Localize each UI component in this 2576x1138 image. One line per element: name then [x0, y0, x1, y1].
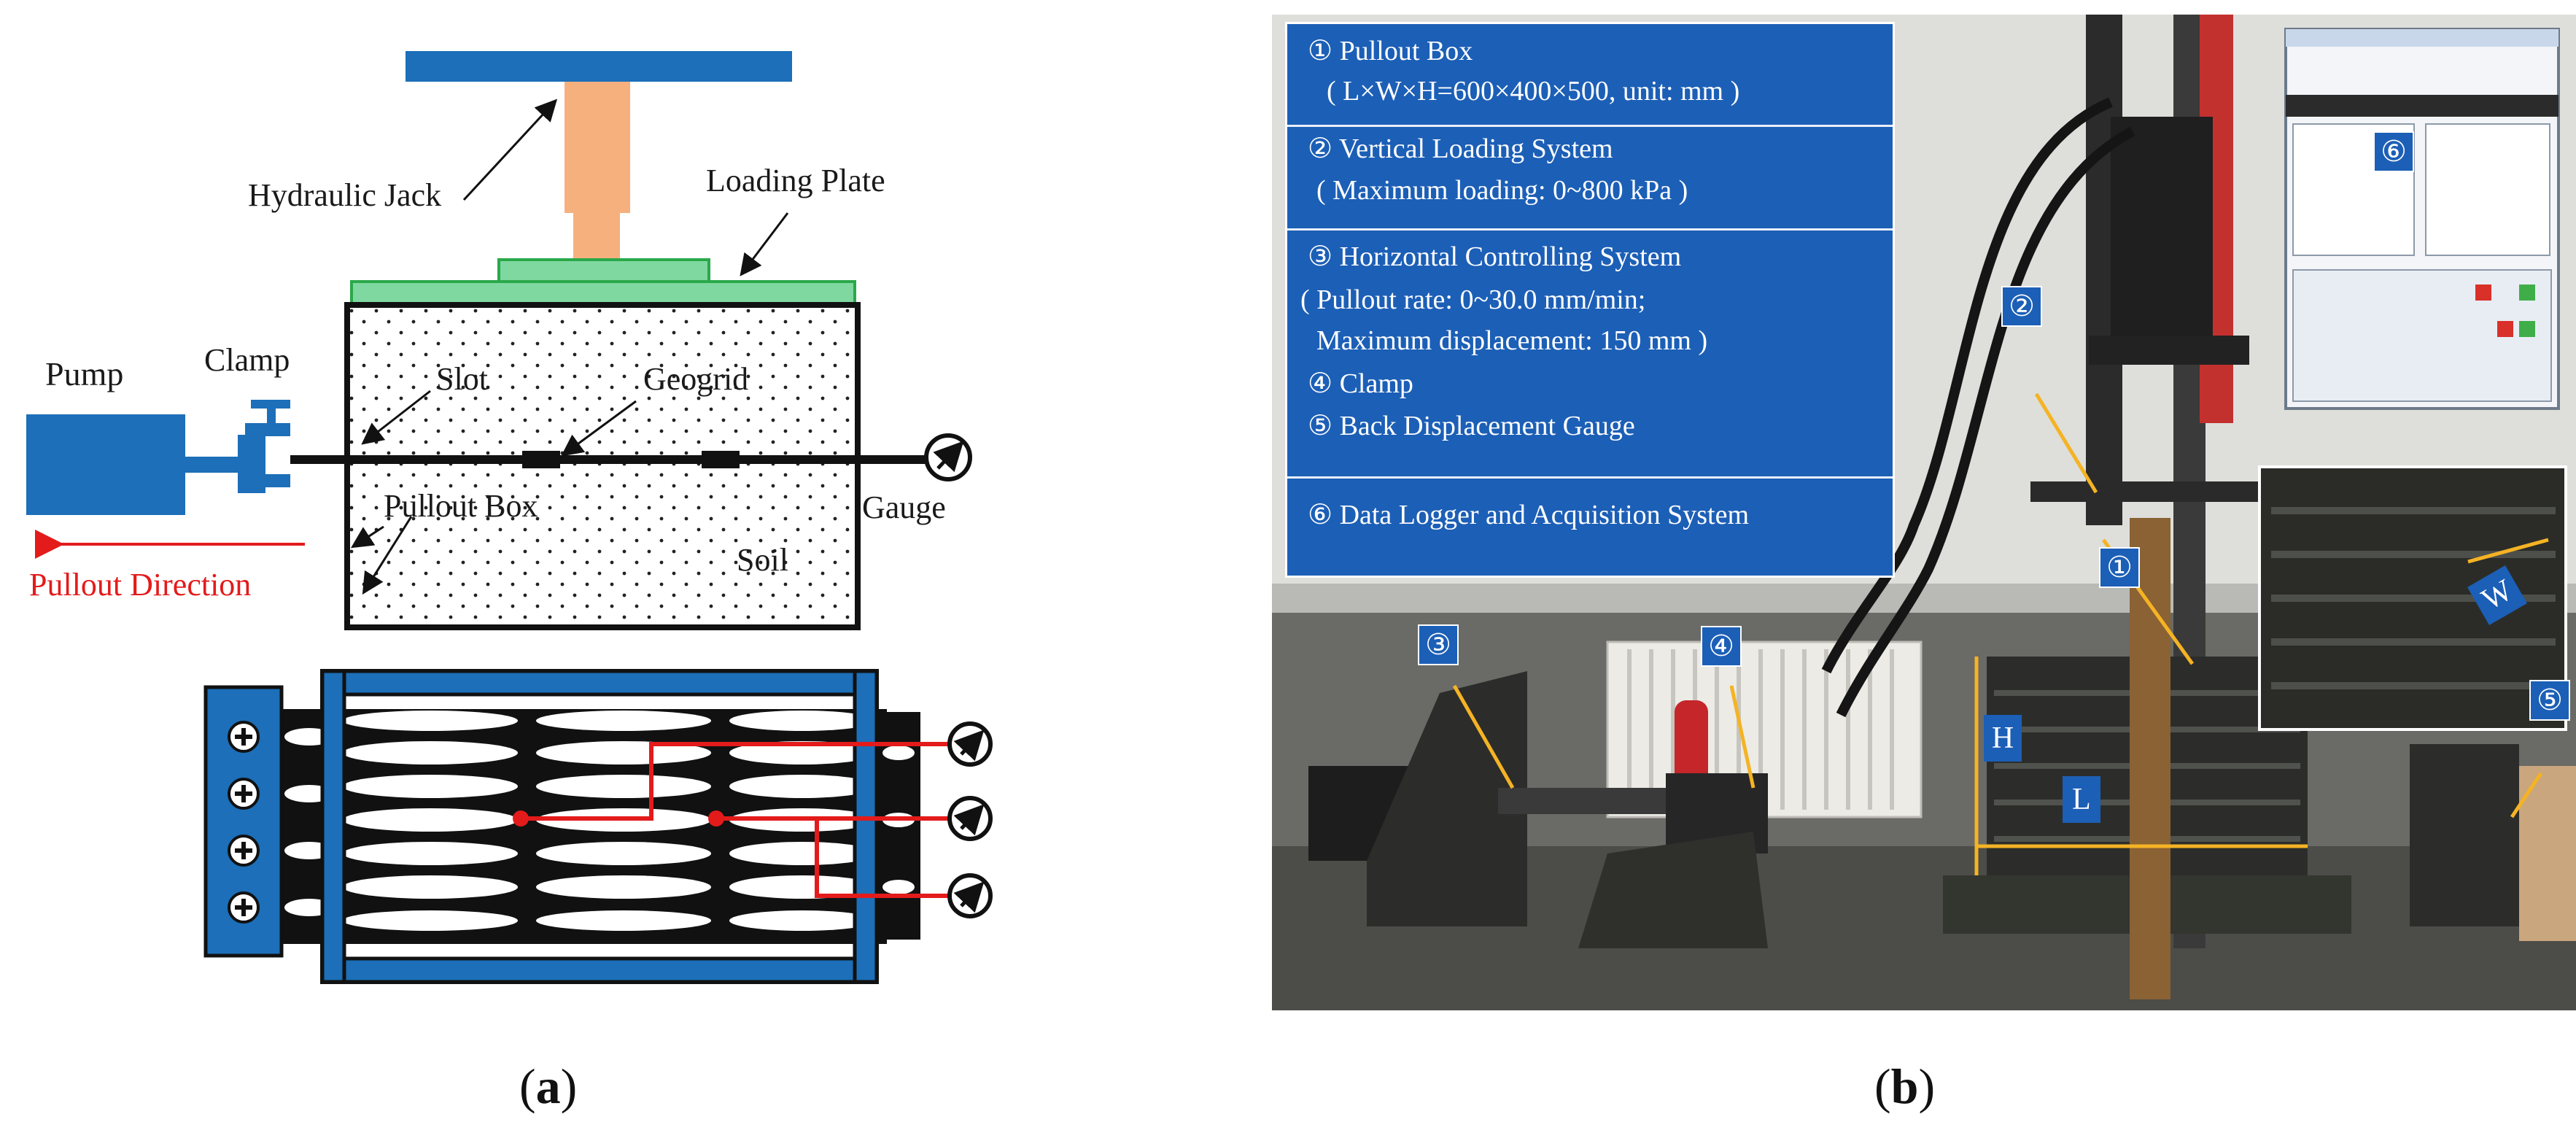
legend-clamp: ④ Clamp: [1308, 368, 1413, 399]
label-loading-plate: Loading Plate: [706, 163, 885, 198]
tag-1: ①: [2099, 547, 2140, 588]
legend-vertical-loading: ② Vertical Loading System: [1308, 133, 1613, 164]
tag-6: ⑥: [2373, 131, 2414, 172]
caption-a-letter: a: [535, 1058, 561, 1114]
geogrid-node-2: [702, 451, 740, 468]
dim-l: L: [2063, 776, 2100, 823]
measurement-wires: [521, 742, 960, 898]
legend-divider: [1287, 476, 1893, 479]
caption-b: (b): [1874, 1058, 1936, 1114]
pump-pipe: [185, 457, 247, 473]
geogrid-plan: [282, 694, 887, 959]
hydraulic-jack: [565, 82, 630, 213]
schematic-panel: Hydraulic Jack Loading Plate Pump Clamp …: [0, 0, 1240, 1138]
apparatus-photo: ① Pullout Box ( L×W×H=600×400×500, unit:…: [1272, 15, 2576, 1010]
legend-box: ① Pullout Box ( L×W×H=600×400×500, unit:…: [1285, 22, 1895, 578]
legend-divider: [1287, 125, 1893, 127]
label-pullout-direction: Pullout Direction: [29, 567, 252, 603]
tag-5: ⑤: [2529, 680, 2570, 721]
pullout-schematic: [26, 51, 993, 984]
label-gauge: Gauge: [862, 489, 946, 525]
label-clamp: Clamp: [204, 342, 290, 378]
label-pullout-box: Pullout Box: [384, 488, 538, 524]
legend-back-gauge: ⑤ Back Displacement Gauge: [1308, 411, 1635, 441]
tag-3: ③: [1418, 624, 1459, 665]
dim-h: H: [1984, 715, 2022, 762]
tag-4: ④: [1701, 626, 1742, 667]
legend-vertical-loading-range: ( Maximum loading: 0~800 kPa ): [1316, 175, 1688, 206]
legend-pullout-rate: ( Pullout rate: 0~30.0 mm/min;: [1300, 284, 1646, 315]
loading-plate-small: [497, 258, 710, 283]
legend-horizontal-controlling: ③ Horizontal Controlling System: [1308, 241, 1682, 272]
pump: [26, 414, 185, 515]
loading-plate: [350, 280, 856, 305]
label-slot: Slot: [436, 361, 488, 397]
legend-divider: [1287, 228, 1893, 231]
label-soil: Soil: [737, 542, 788, 578]
legend-pullout-box-dims: ( L×W×H=600×400×500, unit: mm ): [1327, 76, 1740, 107]
legend-pullout-box: ① Pullout Box: [1308, 36, 1473, 66]
jack-top-bar: [406, 51, 792, 82]
label-geogrid: Geogrid: [643, 361, 749, 397]
label-hydraulic-jack: Hydraulic Jack: [248, 177, 442, 213]
legend-data-logger: ⑥ Data Logger and Acquisition System: [1308, 500, 1750, 530]
geogrid-node-1: [522, 451, 560, 468]
caption-a: (a): [519, 1058, 578, 1114]
label-pump: Pump: [45, 355, 124, 392]
jack-piston: [573, 213, 620, 261]
caption-b-letter: b: [1890, 1058, 1919, 1114]
tag-2: ②: [2001, 286, 2042, 327]
legend-max-displacement: Maximum displacement: 150 mm ): [1316, 325, 1708, 356]
pullout-box: [344, 302, 861, 630]
